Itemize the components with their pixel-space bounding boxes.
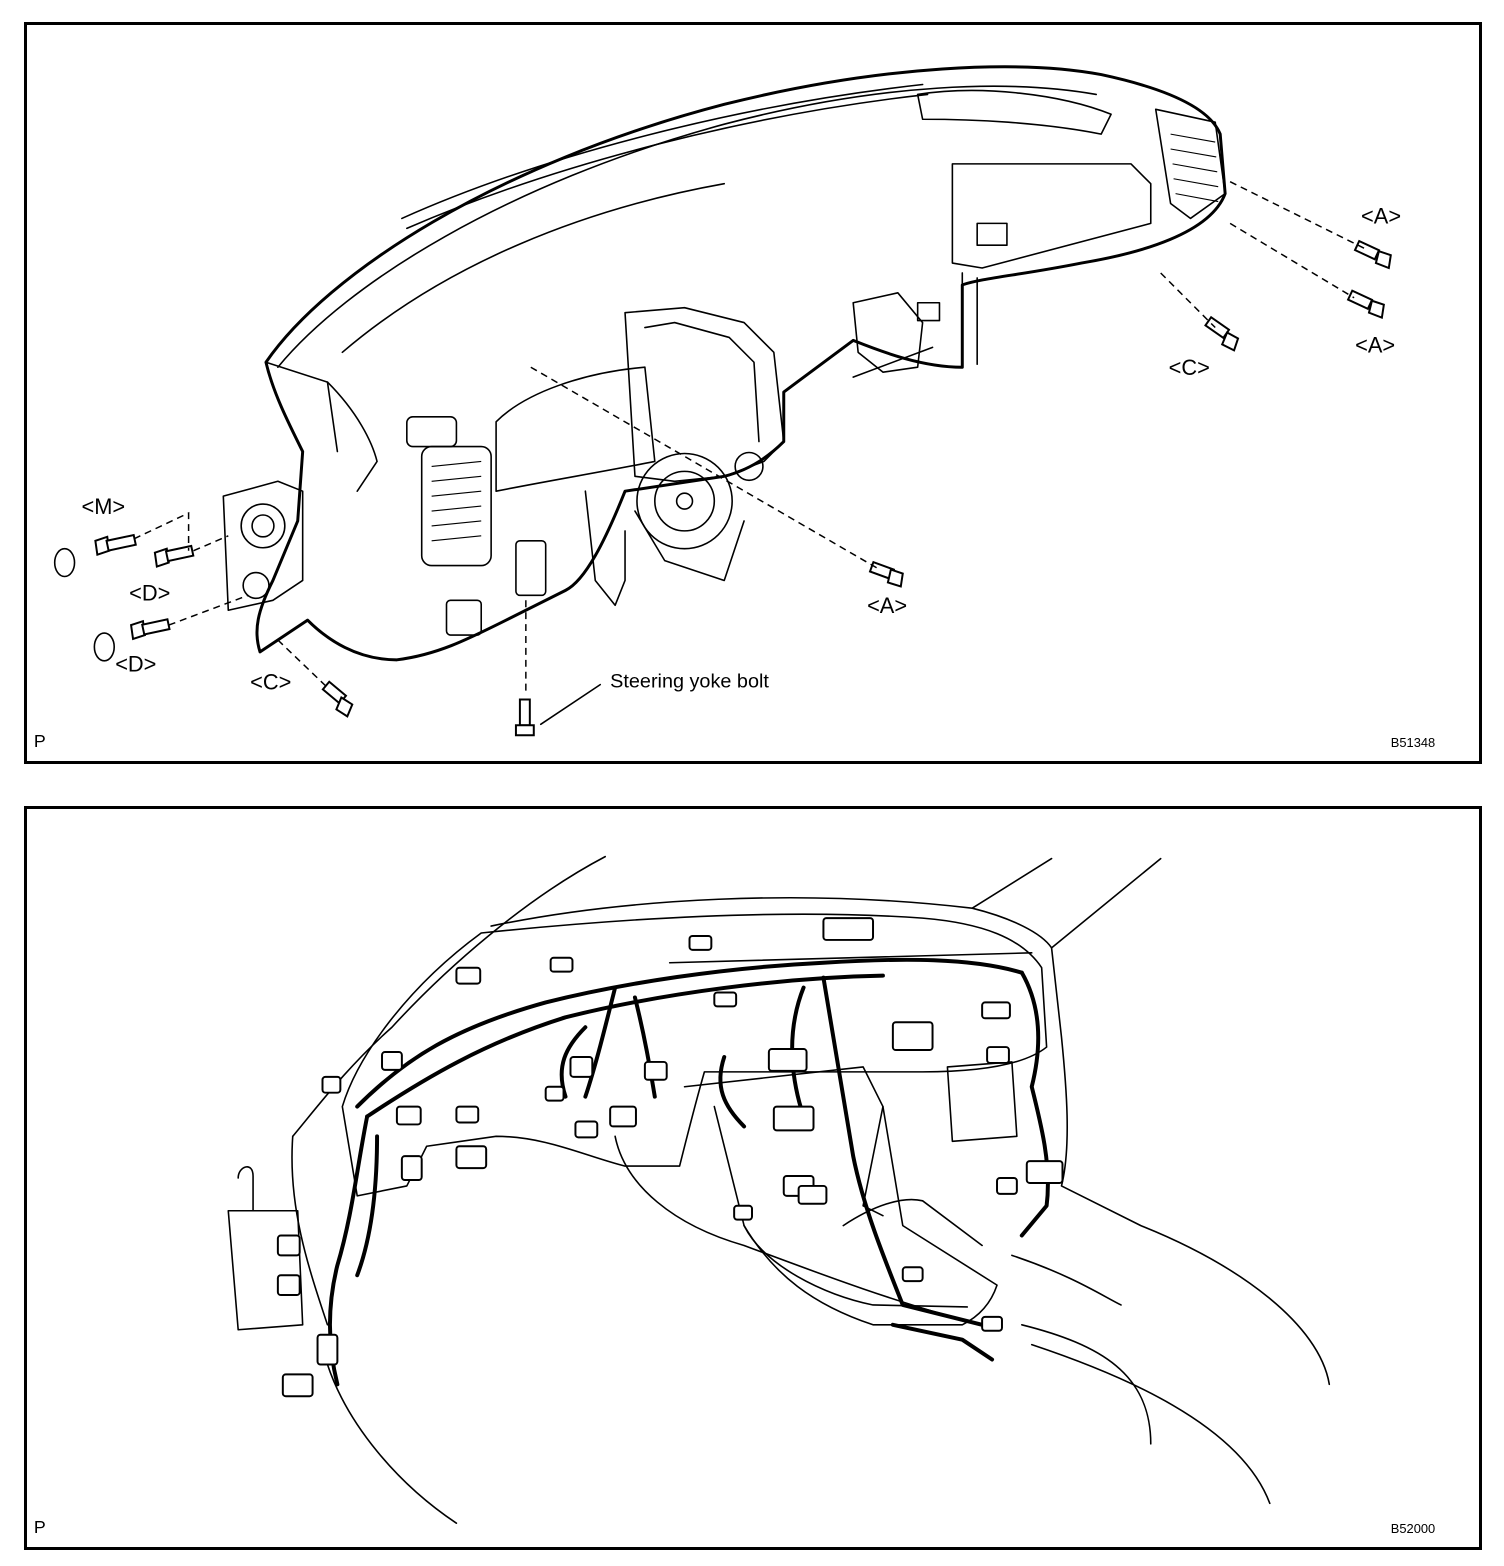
label-c-left: <C>	[250, 670, 291, 695]
figure-code: B52000	[1391, 1521, 1435, 1536]
floor-outline	[326, 1363, 458, 1524]
bolt-d-lower	[129, 618, 171, 641]
label-a-upper: <A>	[1361, 203, 1401, 228]
body-outline-top	[490, 857, 1053, 927]
harness-connectors	[276, 917, 1064, 1398]
label-d-lower: <D>	[115, 652, 156, 677]
figure-code: B51348	[1391, 735, 1435, 750]
right-junction-block	[946, 1061, 1018, 1143]
spiral-cable	[636, 452, 733, 550]
glovebox-area	[951, 163, 1152, 269]
harness-branch-console	[821, 975, 985, 1327]
body-outline-left	[291, 855, 606, 1138]
instrument-panel-drawing: <A> <A> <C> <A> <M> <D> <D> <C> Steering…	[34, 65, 1435, 751]
bolt-d-upper	[153, 544, 195, 568]
label-m: <M>	[81, 494, 125, 519]
harness-branch-center	[559, 985, 657, 1099]
bolt-c-left	[321, 680, 354, 718]
leader-c-right	[1160, 272, 1216, 329]
wire-harness-drawing: P B52000	[34, 855, 1435, 1537]
clip-upper	[53, 547, 76, 578]
wire-harness-diagram: P B52000	[24, 806, 1482, 1550]
left-side-bracket	[222, 480, 304, 612]
label-c-right: <C>	[1169, 355, 1210, 380]
center-console	[713, 1105, 998, 1326]
dashboard-crown-line	[277, 85, 1097, 369]
leader-m	[133, 511, 190, 551]
harness-trunk-upper	[355, 957, 1024, 1109]
passenger-vent-frame	[1154, 108, 1226, 220]
label-steering-yoke-bolt: Steering yoke bolt	[610, 671, 769, 693]
label-a-middle: <A>	[1355, 332, 1395, 357]
left-junction-box	[227, 1209, 304, 1331]
dashboard-outline	[255, 65, 1227, 662]
leader-a-upper	[1229, 181, 1365, 249]
bolt-a-upper	[1353, 239, 1392, 270]
label-a-lower: <A>	[867, 593, 907, 618]
instrument-panel-diagram: <A> <A> <C> <A> <M> <D> <D> <C> Steering…	[24, 22, 1482, 764]
bolt-c-right	[1204, 315, 1240, 352]
driver-vent	[420, 445, 492, 567]
panel-reinforcement	[341, 913, 1048, 1197]
leader-a-lower	[530, 366, 879, 570]
leader-a-middle	[1229, 222, 1355, 299]
label-d-upper: <D>	[129, 580, 170, 605]
bolt-m	[94, 533, 137, 556]
meter-opening	[495, 366, 656, 492]
bolt-a-lower	[868, 560, 904, 588]
steering-yoke-bolt	[514, 698, 535, 737]
corner-mark: P	[34, 731, 46, 751]
clip-lower	[93, 632, 116, 662]
leader-steering-yoke-label	[539, 683, 602, 726]
dashboard-defroster-slot	[401, 83, 924, 220]
bolt-a-middle	[1346, 289, 1385, 319]
leader-d-upper	[193, 535, 229, 552]
right-side-bracket	[852, 292, 924, 373]
center-stack	[624, 306, 785, 483]
corner-mark: P	[34, 1517, 46, 1537]
leader-d-lower	[168, 594, 249, 626]
